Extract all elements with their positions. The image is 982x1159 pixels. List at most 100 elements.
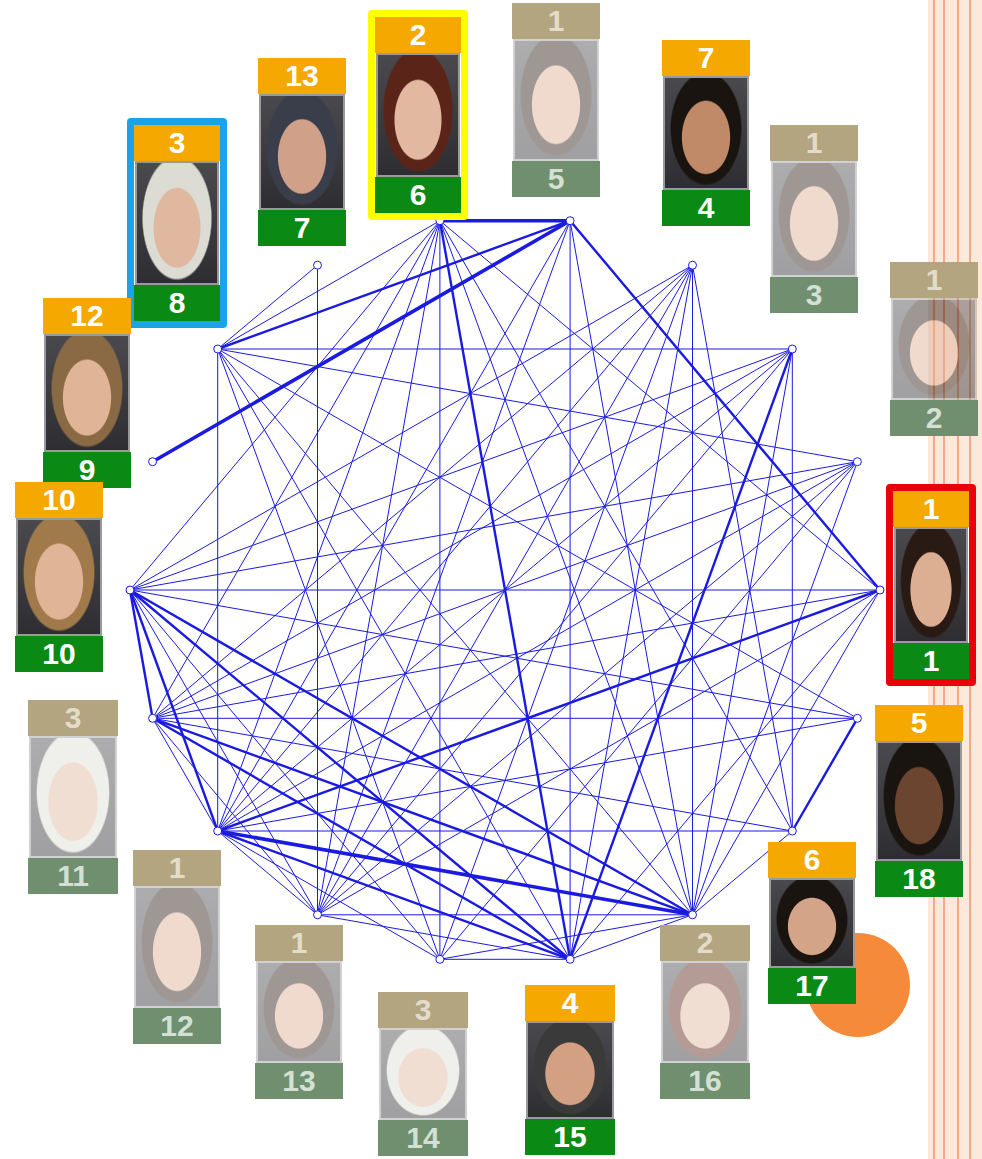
graph-vertex xyxy=(788,827,796,835)
face-photo xyxy=(261,96,343,208)
cluster-label: 12 xyxy=(43,298,131,334)
track-label: 14 xyxy=(378,1120,468,1156)
cluster-number: 4 xyxy=(562,986,579,1019)
cluster-number: 1 xyxy=(923,492,940,525)
cluster-number: 1 xyxy=(291,926,308,959)
track-label: 16 xyxy=(660,1063,750,1099)
graph-link xyxy=(318,915,571,960)
cluster-label: 10 xyxy=(15,482,103,518)
track-label: 4 xyxy=(662,190,750,226)
cluster-label: 6 xyxy=(768,842,856,878)
cluster-number: 1 xyxy=(548,4,565,37)
graph-vertex xyxy=(436,955,444,963)
face-track-card: 11 xyxy=(886,484,976,686)
face-track-card: 26 xyxy=(368,10,468,220)
face-photo xyxy=(528,1023,612,1117)
face-track-card: 12 xyxy=(890,262,978,436)
face-track-card: 1 13 xyxy=(255,925,343,1099)
cluster-label: 5 xyxy=(875,705,963,741)
track-number: 4 xyxy=(698,191,715,224)
face-photo xyxy=(771,880,853,966)
face-track-card: 1 12 xyxy=(133,850,221,1044)
face-track-card: 10 10 xyxy=(15,482,103,672)
graph-link xyxy=(570,349,792,959)
graph-link xyxy=(130,590,318,915)
graph-link xyxy=(318,590,881,915)
face-photo xyxy=(773,163,855,275)
track-number: 14 xyxy=(406,1121,439,1154)
cluster-label: 1 xyxy=(512,3,600,39)
face-photo xyxy=(893,300,975,398)
graph-link xyxy=(153,718,793,831)
face-photo xyxy=(137,163,217,283)
graph-link xyxy=(693,462,858,915)
graph-link xyxy=(130,349,792,590)
cluster-number: 10 xyxy=(42,483,75,516)
track-label: 10 xyxy=(15,636,103,672)
graph-link xyxy=(792,718,857,831)
face-photo xyxy=(378,55,458,175)
cluster-number: 2 xyxy=(697,926,714,959)
track-number: 13 xyxy=(282,1064,315,1097)
graph-link xyxy=(218,718,858,831)
graph-vertex xyxy=(689,261,697,269)
graph-link xyxy=(693,590,881,915)
face-photo xyxy=(381,1030,465,1118)
face-track-card: 311 xyxy=(28,700,118,894)
graph-link xyxy=(440,221,880,590)
graph-link xyxy=(318,462,858,915)
cluster-number: 7 xyxy=(698,41,715,74)
track-number: 2 xyxy=(926,401,943,434)
track-label: 11 xyxy=(28,858,118,894)
track-label: 6 xyxy=(375,177,461,213)
track-number: 7 xyxy=(294,211,311,244)
graph-link xyxy=(130,590,693,915)
face-track-card: 4 15 xyxy=(525,985,615,1155)
graph-vertex xyxy=(214,345,222,353)
track-label: 13 xyxy=(255,1063,343,1099)
graph-link xyxy=(153,718,858,719)
track-number: 8 xyxy=(169,286,186,319)
cluster-number: 1 xyxy=(926,263,943,296)
face-photo xyxy=(878,743,960,859)
graph-link xyxy=(218,349,793,350)
track-number: 18 xyxy=(902,862,935,895)
track-label: 3 xyxy=(770,277,858,313)
cluster-label: 1 xyxy=(133,850,221,886)
face-track-card: 15 xyxy=(512,3,600,197)
track-number: 15 xyxy=(553,1120,586,1153)
track-label: 8 xyxy=(134,285,220,321)
face-photo xyxy=(663,963,747,1061)
graph-vertex xyxy=(876,586,884,594)
graph-link xyxy=(218,462,858,831)
track-number: 6 xyxy=(410,178,427,211)
cluster-number: 3 xyxy=(169,126,186,159)
cluster-label: 2 xyxy=(660,925,750,961)
graph-link xyxy=(318,914,693,915)
graph-link xyxy=(317,265,318,915)
graph-vertex xyxy=(689,911,697,919)
track-number: 12 xyxy=(160,1009,193,1042)
face-photo xyxy=(18,520,100,634)
graph-link xyxy=(440,915,693,960)
face-track-card: 137 xyxy=(258,58,346,246)
graph-link xyxy=(440,959,570,960)
cluster-label: 1 xyxy=(893,491,969,527)
face-track-card: 74 xyxy=(662,40,750,226)
cluster-label: 2 xyxy=(375,17,461,53)
track-label: 7 xyxy=(258,210,346,246)
graph-link xyxy=(130,590,880,591)
graph-link xyxy=(130,462,857,590)
graph-link xyxy=(693,349,793,915)
face-track-card: 38 xyxy=(127,118,227,328)
track-label: 18 xyxy=(875,861,963,897)
cluster-number: 1 xyxy=(169,851,186,884)
track-number: 10 xyxy=(42,637,75,670)
graph-link xyxy=(218,831,693,915)
graph-vertex xyxy=(853,714,861,722)
track-number: 16 xyxy=(688,1064,721,1097)
graph-vertex xyxy=(788,345,796,353)
track-label: 17 xyxy=(768,968,856,1004)
cluster-label: 3 xyxy=(378,992,468,1028)
track-number: 3 xyxy=(806,278,823,311)
